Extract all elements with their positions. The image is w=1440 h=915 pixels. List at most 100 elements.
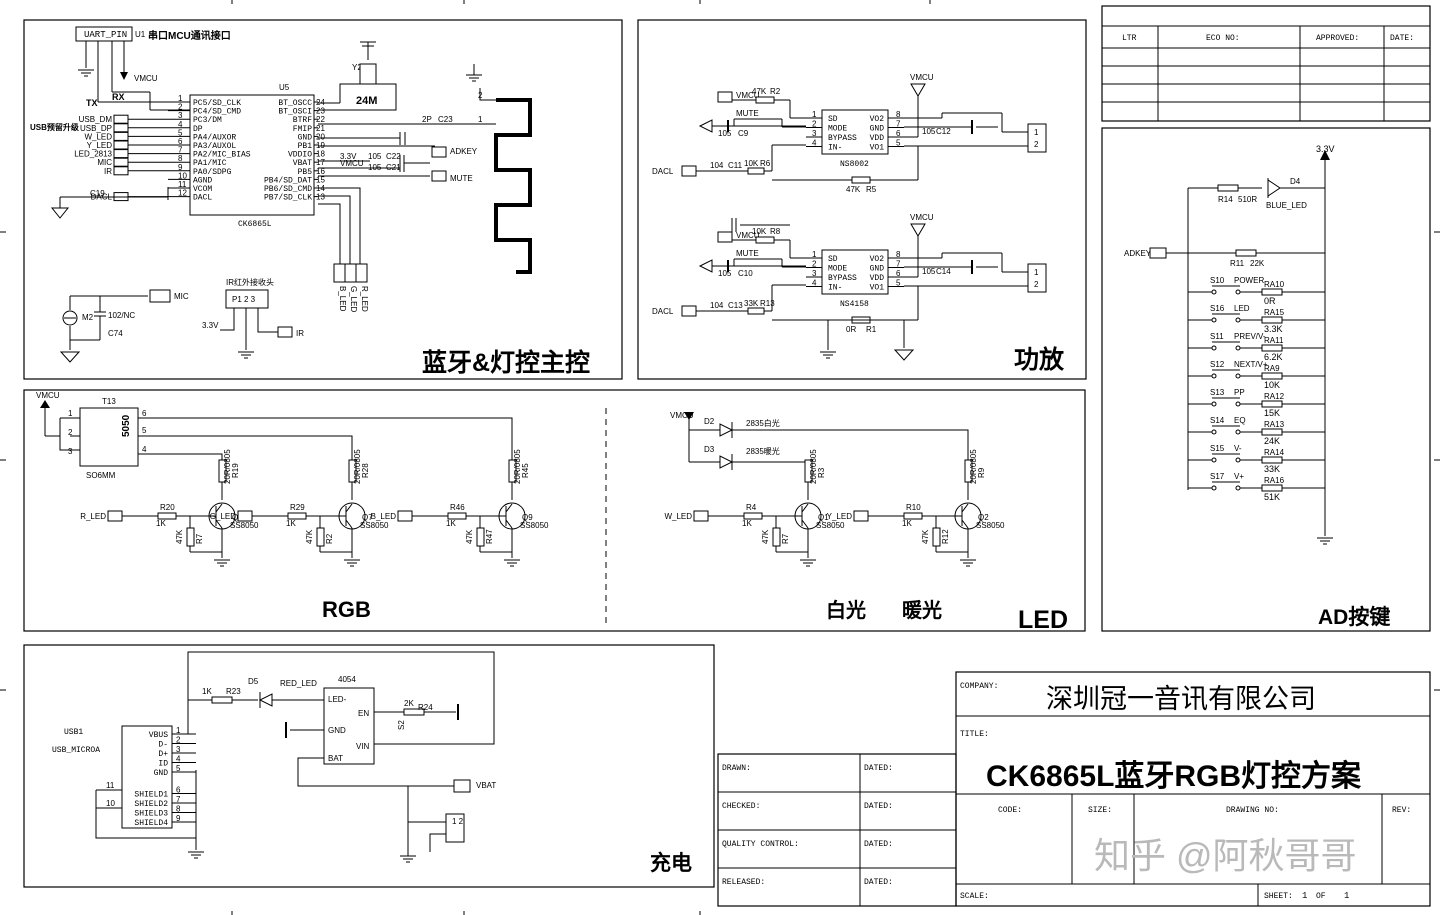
collector-resistor-ref: R19: [231, 463, 240, 478]
frame-amp: [637, 19, 1087, 380]
switch-contact: [1235, 317, 1241, 323]
amp-cout: 105: [922, 127, 936, 136]
t13-ref: T13: [102, 397, 116, 406]
pulldown-resistor-ref: R2: [325, 533, 334, 544]
dated-4: DATED:: [864, 878, 893, 887]
amp-pin-name: VO1: [870, 284, 885, 293]
transistor-ref: Q9: [522, 513, 533, 522]
usb-upgrade-label: USB预留升级: [30, 122, 80, 132]
svg-text:3: 3: [68, 447, 73, 456]
adkey-resistor-ref: RA9: [1264, 364, 1280, 373]
collector-resistor-ref: R45: [521, 463, 530, 478]
vbat-net: VBAT: [476, 781, 496, 790]
adkey-resistor-ref: RA15: [1264, 308, 1285, 317]
adkey-switch-label: POWER: [1234, 276, 1264, 285]
amp-pin-name: VO2: [870, 255, 885, 264]
sheet-of: OF: [1316, 892, 1326, 901]
adkey-resistor: [1261, 400, 1283, 408]
charger-ic: [323, 687, 375, 765]
ir-net: IR: [296, 329, 304, 338]
dated-2: DATED:: [864, 802, 893, 811]
u5-pin-name: PA0/SDPG: [193, 168, 232, 177]
net-label-usb_dm: USB_DM: [79, 115, 113, 124]
d4-label: BLUE_LED: [1266, 201, 1307, 210]
section-title-amp: 功放: [1014, 345, 1065, 374]
amp-part-label: NS4158: [840, 300, 869, 309]
adkey-switch-ref: S10: [1210, 276, 1225, 285]
u5-pin-name: FMIP: [293, 125, 312, 134]
u5-pin-name: PC3/DM: [193, 116, 222, 125]
d4-ref: D4: [1290, 177, 1301, 186]
u5-pin-number: 13: [316, 193, 325, 202]
c105-label: 105: [368, 152, 382, 161]
u5-pin-number: 8: [178, 154, 183, 163]
collector-resistor-ref: R3: [817, 467, 826, 478]
xtal-label: 24M: [356, 95, 377, 107]
pulldown-resistor-value: 47K: [761, 529, 770, 544]
u5-left-pins: 1PC5/SD_CLK2PC4/SD_CMD3PC3/DM4DP5PA4/AUX…: [168, 94, 251, 203]
amp-rtop-ref: R8: [770, 227, 781, 236]
adkey-resistor: [1261, 372, 1283, 380]
speaker-pin: 2: [1034, 140, 1039, 149]
usb-pin-name: VBUS: [149, 731, 168, 740]
usb-connector: [121, 725, 173, 829]
amp-chip: [821, 249, 889, 295]
vmcu-net-2: VMCU: [340, 159, 364, 168]
collector-resistor-value: 20R/0805: [353, 449, 362, 484]
pulldown-resistor-ref: R7: [195, 533, 204, 544]
adkey-switch-label: EQ: [1234, 416, 1246, 425]
u5-pin-name: PA4/AUXOR: [193, 133, 236, 142]
wire: [801, 503, 809, 513]
wire: [345, 503, 353, 513]
rev-ltr: LTR: [1122, 34, 1137, 43]
net-port: [693, 510, 709, 522]
net-port: [113, 140, 129, 150]
u5-pin-name: PC5/SD_CLK: [193, 99, 241, 108]
amp-pin-number: 6: [896, 269, 901, 278]
u5-pin-name: DACL: [193, 194, 212, 203]
amp-pin-number: 8: [896, 110, 901, 119]
code-label: CODE:: [998, 806, 1022, 815]
section-title-adkey: AD按键: [1318, 605, 1390, 629]
svg-text:1: 1: [478, 115, 483, 124]
adkey-section: AD按键 3.3V R14 510R D4 BLUE_LED ADKEY R11…: [1124, 144, 1390, 629]
ground-symbol: [819, 351, 837, 359]
bt-main-section: 蓝牙&灯控主控 UART_PIN U1 串口MCU通讯接口 VMCU TX RX…: [30, 26, 590, 377]
amp-cmute-ref: C10: [738, 269, 753, 278]
amp-pin-name: BYPASS: [828, 134, 857, 143]
amp-rtop: 10K: [752, 227, 767, 236]
ir-pins: P1 2 3: [232, 295, 256, 304]
base-resistor: [743, 512, 763, 520]
ground-symbol: [343, 559, 361, 567]
base-resistor-ref: R46: [450, 503, 465, 512]
amp-cin: 104: [710, 301, 724, 310]
u5-pin-name: PC4/SD_CMD: [193, 108, 241, 117]
amp-cin: 104: [710, 161, 724, 170]
net-port: [113, 157, 129, 167]
transistor-ref: Q1: [818, 513, 829, 522]
transistor-input-net: G_LED: [210, 512, 236, 521]
amp-pin-number: 5: [896, 279, 901, 288]
battery-conn-pins: 1 2: [452, 817, 464, 826]
u5-pin-name: BT_OSCI: [278, 108, 312, 117]
base-resistor: [287, 512, 307, 520]
transistor-part: SS8050: [816, 521, 845, 530]
r23-ref: R23: [226, 687, 241, 696]
amp-cmute: 105: [718, 269, 732, 278]
checked-label: CHECKED:: [722, 802, 760, 811]
pulldown-resistor: [316, 527, 325, 547]
wire: [505, 503, 513, 513]
adkey-resistor-ref: RA14: [1264, 448, 1285, 457]
transistor-input-net: Y_LED: [827, 512, 853, 521]
mute-net: MUTE: [450, 174, 473, 183]
adkey-resistor-value: 15K: [1264, 408, 1280, 418]
vmcu-port: [717, 231, 733, 243]
pulldown-resistor-value: 47K: [175, 529, 184, 544]
adkey-resistor-value: 51K: [1264, 492, 1280, 502]
amp-rin: 10K: [744, 159, 759, 168]
frame-bt-main: [23, 19, 623, 380]
wire: [345, 519, 353, 529]
